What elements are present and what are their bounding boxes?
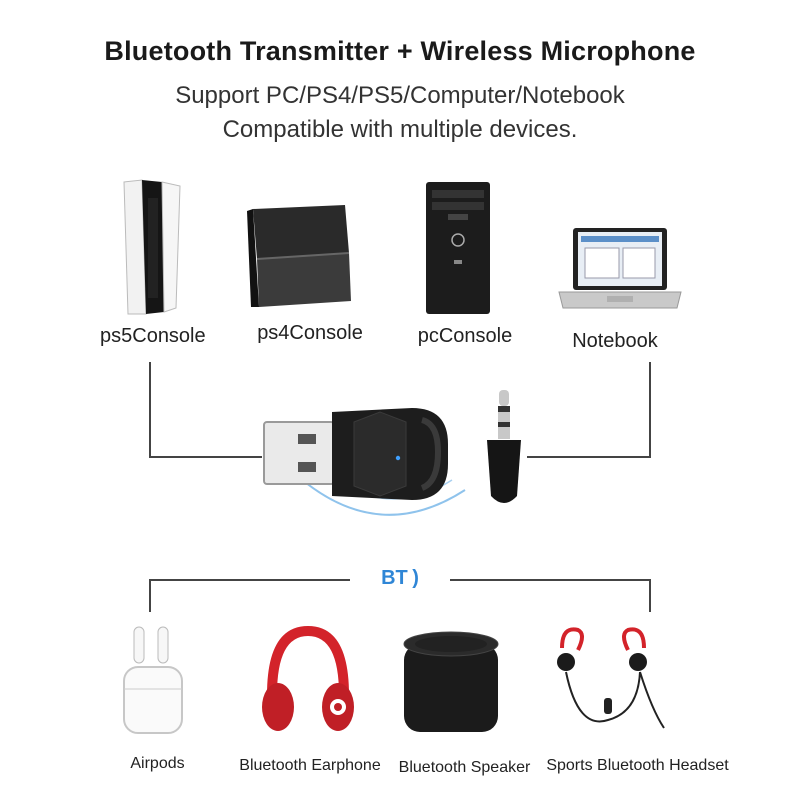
signal-waves-icon: ): [412, 567, 419, 589]
bt-text: BT: [381, 567, 408, 589]
audio-label-speaker: Bluetooth Speaker: [398, 759, 531, 776]
device-label-ps5: ps5Console: [100, 325, 206, 347]
ps5-console-icon: [123, 179, 181, 315]
laptop-icon: [558, 228, 682, 309]
bt-label: BT ): [350, 567, 450, 590]
page-title: Bluetooth Transmitter + Wireless Microph…: [104, 36, 696, 66]
device-label-notebook: Notebook: [572, 330, 658, 352]
device-label-ps4: ps4Console: [257, 322, 363, 344]
audio-label-airpods: Airpods: [130, 755, 185, 772]
subtitle-line-2: Compatible with multiple devices.: [222, 116, 578, 143]
usb-dongle-icon: [263, 408, 448, 500]
device-label-pc: pcConsole: [417, 325, 513, 347]
pc-tower-icon: [426, 182, 490, 314]
sports-earbuds-icon: [557, 627, 665, 729]
ps4-console-icon: [247, 205, 351, 307]
subtitle-line-1: Support PC/PS4/PS5/Computer/Notebook: [175, 82, 625, 109]
headphones-icon: [262, 625, 354, 731]
microphone-icon: [487, 390, 521, 503]
airpods-icon: [123, 626, 183, 734]
audio-label-sports-headset: Sports Bluetooth Headset: [546, 757, 729, 774]
speaker-icon: [403, 631, 499, 732]
audio-label-earphone: Bluetooth Earphone: [239, 757, 381, 774]
